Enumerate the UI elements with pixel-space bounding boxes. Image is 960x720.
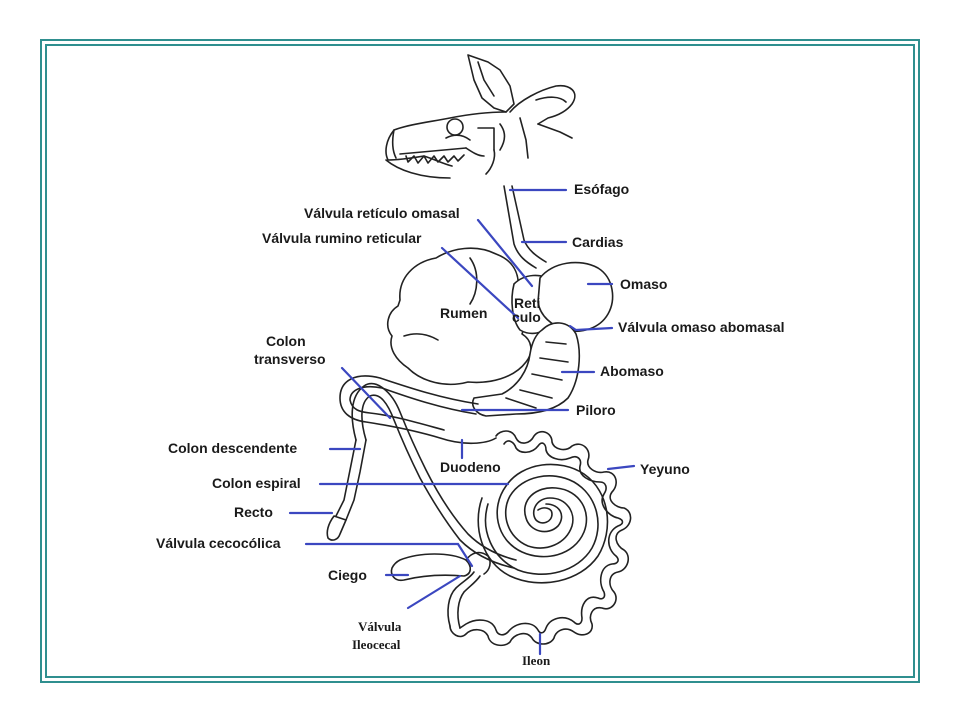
- label-valvula-rumino-reticular: Válvula rumino reticular: [262, 230, 422, 246]
- leader-lines: [288, 188, 636, 656]
- label-reticulo-line2: culo: [512, 309, 541, 325]
- label-valvula-ileocecal-line1: Válvula: [358, 619, 402, 634]
- label-rumen: Rumen: [440, 305, 487, 321]
- cow-head-drawing: [385, 54, 576, 179]
- label-valvula-ileocecal-line2: Ileocecal: [352, 637, 401, 652]
- abomasum-shape: [471, 322, 581, 417]
- outer-frame-border: [40, 39, 920, 683]
- ileum-tube: [447, 571, 475, 627]
- label-colon-transverso-line2: transverso: [254, 351, 326, 367]
- cecum-shape: [390, 553, 472, 582]
- duodenum-tube: [339, 375, 497, 445]
- label-valvula-reticulo-omasal: Válvula retículo omasal: [304, 205, 460, 221]
- label-cardias: Cardias: [572, 234, 624, 250]
- label-colon-transverso-line1: Colon: [266, 333, 306, 349]
- jejunum-coils: [449, 430, 632, 647]
- label-recto: Recto: [234, 504, 273, 520]
- label-ileon: Ileon: [522, 653, 551, 668]
- spiral-colon-coil: [477, 463, 609, 584]
- label-omaso: Omaso: [620, 276, 667, 292]
- label-abomaso: Abomaso: [600, 363, 664, 379]
- label-esofago: Esófago: [574, 181, 629, 197]
- label-piloro: Piloro: [576, 402, 616, 418]
- label-valvula-omaso-abomasal: Válvula omaso abomasal: [618, 319, 785, 335]
- label-valvula-cecocolica: Válvula cecocólica: [156, 535, 281, 551]
- esophagus-tube: [503, 185, 537, 269]
- omasum-shape: [537, 261, 614, 332]
- rectum-shape: [326, 515, 347, 541]
- label-colon-espiral: Colon espiral: [212, 475, 301, 491]
- label-duodeno: Duodeno: [440, 459, 501, 475]
- label-colon-descendente: Colon descendente: [168, 440, 297, 456]
- label-ciego: Ciego: [328, 567, 367, 583]
- inner-frame-border: [45, 44, 915, 678]
- label-yeyuno: Yeyuno: [640, 461, 690, 477]
- label-reticulo-line1: Reti: [514, 295, 540, 311]
